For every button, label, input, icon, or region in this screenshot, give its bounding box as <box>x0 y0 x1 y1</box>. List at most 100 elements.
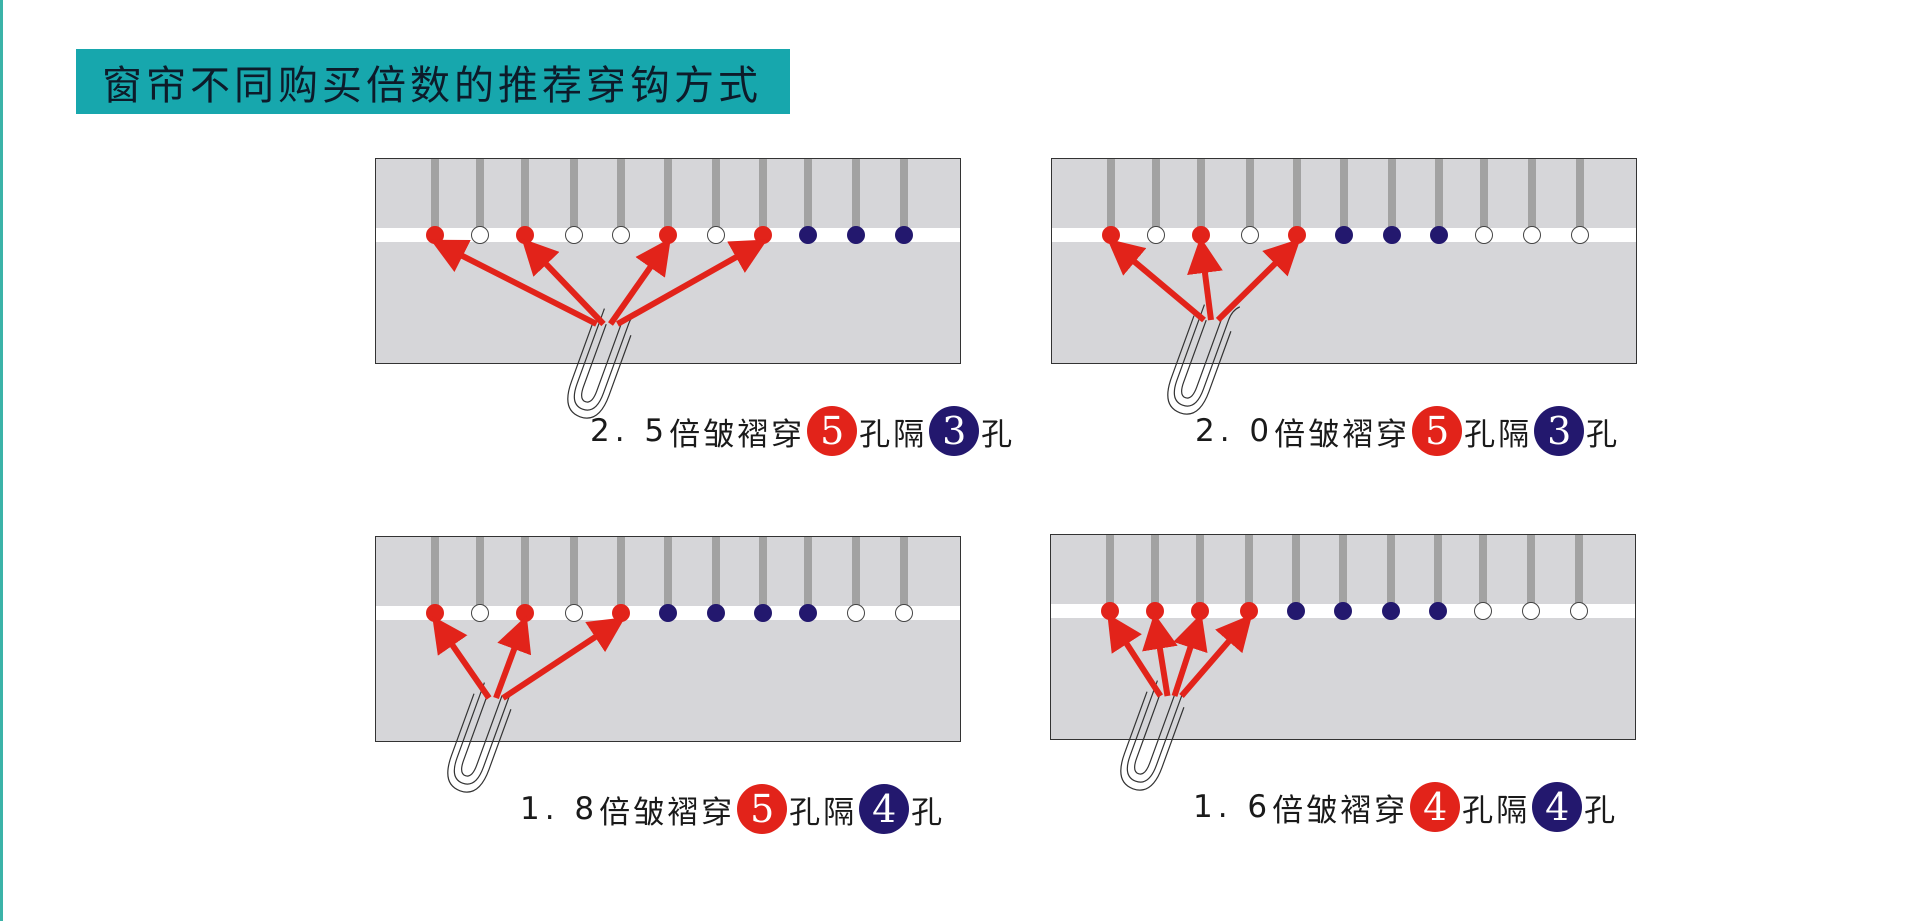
tape-strip <box>521 537 529 606</box>
tape-strip <box>1197 159 1205 228</box>
tape-strip <box>1575 535 1583 604</box>
tape-strip <box>1293 159 1301 228</box>
tape-strip <box>1479 535 1487 604</box>
tape-strip <box>759 537 767 606</box>
skipped-hole <box>1287 602 1305 620</box>
tape-strip <box>1388 159 1396 228</box>
hooked-hole <box>1102 226 1120 244</box>
tape-strip <box>900 159 908 228</box>
tape-strip <box>521 159 529 228</box>
curtain-tape-diagram <box>375 536 961 793</box>
red-arrow-icon <box>1107 613 1164 698</box>
hook-diagram-panel: 1. 8 倍皱褶穿 5 孔隔 4 孔 <box>375 536 995 836</box>
empty-hole <box>895 604 913 622</box>
tape-strip <box>1340 159 1348 228</box>
tape-strip <box>1107 159 1115 228</box>
empty-hole <box>847 604 865 622</box>
pierce-count-badge: 4 <box>1410 782 1461 832</box>
panel-caption: 1. 6 倍皱褶穿 4 孔隔 4 孔 <box>1193 782 1618 832</box>
tape-strip <box>1435 159 1443 228</box>
pierce-count-badge: 5 <box>807 406 858 456</box>
red-arrow-icon <box>501 617 626 701</box>
ratio-value: 2. 5 <box>590 413 670 449</box>
pierce-unit: 孔隔 <box>859 416 928 453</box>
empty-hole <box>707 226 725 244</box>
skipped-hole <box>1430 226 1448 244</box>
red-arrow-icon <box>493 615 532 700</box>
tape-strip <box>664 159 672 228</box>
hooked-hole <box>516 226 534 244</box>
red-arrow-icon <box>616 239 768 327</box>
skip-unit: 孔 <box>1584 792 1619 829</box>
tape-strip <box>431 537 439 606</box>
skipped-hole <box>707 604 725 622</box>
red-arrow-icon <box>608 237 671 326</box>
tape-strip <box>712 159 720 228</box>
hooked-hole <box>1240 602 1258 620</box>
left-edge-stripe <box>0 0 3 921</box>
skipped-hole <box>1382 602 1400 620</box>
tape-strip <box>1576 159 1584 228</box>
skipped-hole <box>799 604 817 622</box>
hooked-hole <box>1101 602 1119 620</box>
tape-strip <box>1292 535 1300 604</box>
red-arrow-icon <box>1187 237 1223 321</box>
hooked-hole <box>1191 602 1209 620</box>
page-title: 窗帘不同购买倍数的推荐穿钩方式 <box>102 62 762 109</box>
hooked-hole <box>612 604 630 622</box>
hooked-hole <box>516 604 534 622</box>
ratio-value: 1. 8 <box>520 791 600 827</box>
empty-hole <box>1474 602 1492 620</box>
tape-strip <box>1387 535 1395 604</box>
skip-count-badge: 3 <box>1534 406 1585 456</box>
skipped-hole <box>847 226 865 244</box>
pierce-unit: 孔隔 <box>789 794 858 831</box>
red-arrow-icon <box>1215 238 1301 323</box>
skip-count-badge: 4 <box>859 784 910 834</box>
red-arrow-icon <box>432 615 492 700</box>
tape-strip <box>570 159 578 228</box>
ratio-description: 倍皱褶穿 <box>1272 792 1409 829</box>
pierce-unit: 孔隔 <box>1462 792 1531 829</box>
ratio-description: 倍皱褶穿 <box>599 794 736 831</box>
ratio-description: 倍皱褶穿 <box>1274 416 1411 453</box>
tape-strip <box>1245 535 1253 604</box>
tape-strip <box>1152 159 1160 228</box>
empty-hole <box>565 226 583 244</box>
hooked-hole <box>1192 226 1210 244</box>
red-arrow-icon <box>430 239 598 327</box>
tape-strip <box>1151 535 1159 604</box>
panel-caption: 1. 8 倍皱褶穿 5 孔隔 4 孔 <box>520 784 945 834</box>
hooked-hole <box>426 604 444 622</box>
tape-strip <box>617 159 625 228</box>
curtain-tape-diagram <box>1050 534 1636 791</box>
empty-hole <box>565 604 583 622</box>
tape-strip <box>1106 535 1114 604</box>
hooked-hole <box>1288 226 1306 244</box>
hook-diagram-panel: 2. 5 倍皱褶穿 5 孔隔 3 孔 <box>375 158 1012 458</box>
title-banner: 窗帘不同购买倍数的推荐穿钩方式 <box>76 49 790 114</box>
curtain-tape-diagram <box>375 158 961 419</box>
tape-strip <box>852 159 860 228</box>
curtain-tape-diagram <box>1051 158 1637 415</box>
tape-strip <box>900 537 908 606</box>
skipped-hole <box>1334 602 1352 620</box>
hooked-hole <box>659 226 677 244</box>
hook-diagram-panel: 2. 0 倍皱褶穿 5 孔隔 3 孔 <box>1051 158 1671 458</box>
panel-caption: 2. 0 倍皱褶穿 5 孔隔 3 孔 <box>1195 406 1620 456</box>
tape-strip <box>1527 535 1535 604</box>
red-arrow-icon <box>1142 613 1178 697</box>
empty-hole <box>1522 602 1540 620</box>
tape-strip <box>1246 159 1254 228</box>
tape-strip <box>712 537 720 606</box>
red-arrow-icon <box>1107 238 1206 323</box>
pierce-count-badge: 5 <box>737 784 788 834</box>
tape-strip <box>431 159 439 228</box>
tape-strip <box>804 159 812 228</box>
red-arrow-icon <box>521 238 606 327</box>
empty-hole <box>471 604 489 622</box>
empty-hole <box>1570 602 1588 620</box>
empty-hole <box>471 226 489 244</box>
skip-count-badge: 3 <box>929 406 980 456</box>
tape-strip <box>570 537 578 606</box>
